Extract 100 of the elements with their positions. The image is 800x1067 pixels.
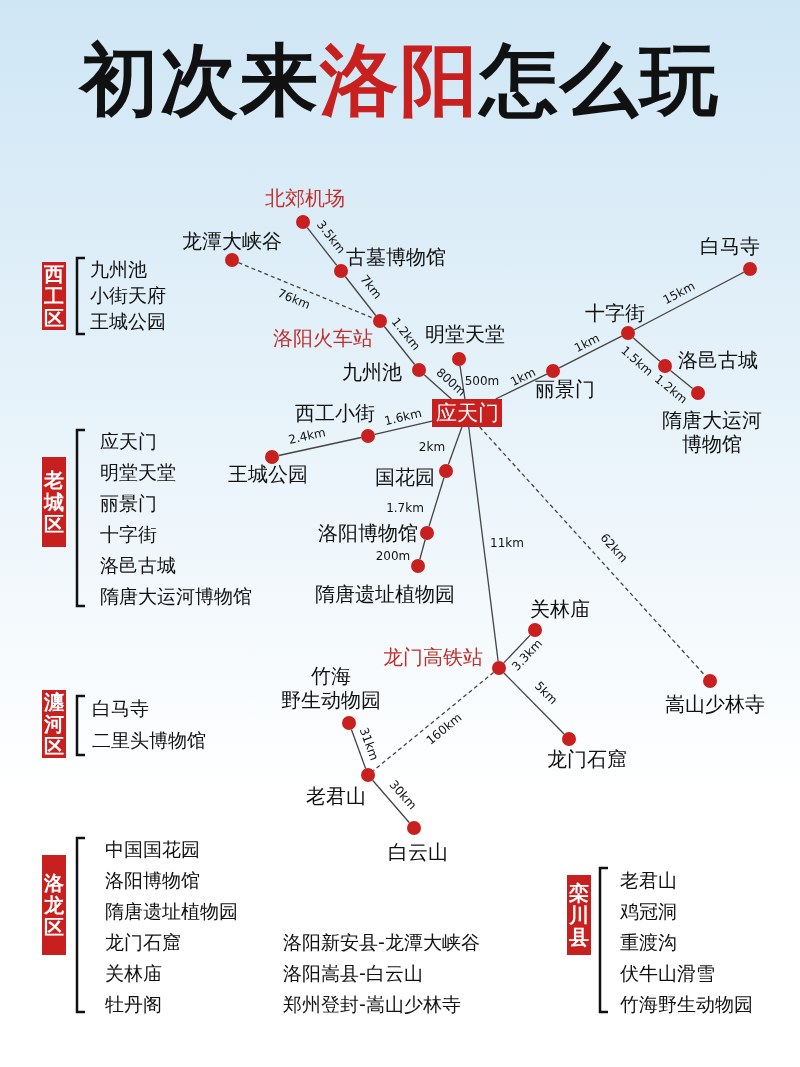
place-label: 九州池: [342, 360, 402, 384]
attraction-item: 洛阳新安县-龙潭大峡谷: [283, 930, 480, 954]
location-dot: [265, 450, 279, 464]
district-label: 老城区: [42, 457, 66, 547]
attraction-item: 洛邑古城: [100, 553, 176, 577]
place-label: 竹海野生动物园: [281, 664, 381, 712]
place-label: 明堂天堂: [425, 322, 505, 346]
route-line: [374, 420, 433, 436]
attraction-item: 九州池: [90, 257, 147, 281]
location-dot: [334, 264, 348, 278]
location-dot: [528, 623, 542, 637]
attraction-item: 洛阳嵩县-白云山: [283, 961, 423, 985]
location-dot: [452, 352, 466, 366]
place-label: 龙门石窟: [547, 747, 627, 771]
distance-label: 1.7km: [386, 502, 424, 514]
distance-label: 2km: [418, 441, 446, 453]
district-label: 瀍河区: [42, 690, 66, 758]
location-dot: [562, 732, 576, 746]
place-label: 丽景门: [535, 377, 595, 401]
location-dot: [743, 262, 757, 276]
location-dot: [658, 359, 672, 373]
route-line: [306, 226, 338, 267]
station-label: 龙门高铁站: [383, 645, 483, 669]
place-label: 关林庙: [530, 597, 590, 621]
location-dot: [546, 364, 560, 378]
location-dot: [420, 526, 434, 540]
distance-label: 2.4km: [287, 426, 327, 446]
place-label: 龙潭大峡谷: [182, 229, 282, 253]
title: 初次来洛阳怎么玩: [77, 38, 721, 124]
dashed-route-line: [237, 262, 375, 319]
location-dot: [361, 429, 375, 443]
landmark-box: 应天门: [432, 399, 502, 427]
place-label: 白马寺: [700, 234, 760, 258]
route-line: [669, 369, 694, 390]
district-label: 西工区: [42, 262, 66, 330]
place-label: 古墓博物馆: [346, 245, 446, 269]
distance-label: 200m: [375, 550, 411, 562]
route-line: [632, 337, 661, 362]
place-label: 隋唐遗址植物园: [315, 582, 455, 606]
attraction-item: 二里头博物馆: [92, 728, 206, 752]
place-label: 王城公园: [228, 462, 308, 486]
location-dot: [407, 821, 421, 835]
station-label: 洛阳火车站: [273, 326, 373, 350]
route-line: [447, 426, 463, 466]
route-line: [423, 374, 452, 400]
dashed-route-line: [372, 671, 495, 772]
distance-label: 1.6km: [383, 406, 423, 428]
place-label: 嵩山少林寺: [665, 692, 765, 716]
route-line: [503, 634, 531, 664]
location-dot: [225, 253, 239, 267]
attraction-item: 小街天府: [90, 283, 166, 307]
attraction-item: 伏牛山滑雪: [620, 961, 715, 985]
district-label: 栾川县: [567, 875, 591, 955]
route-line: [350, 728, 367, 770]
route-line: [503, 672, 565, 735]
location-dot: [492, 661, 506, 675]
attraction-item: 明堂天堂: [100, 460, 176, 484]
route-line: [371, 779, 411, 824]
route-line: [344, 275, 377, 317]
attraction-item: 竹海野生动物园: [620, 992, 753, 1016]
attraction-item: 洛阳博物馆: [105, 868, 200, 892]
distance-label: 1km: [572, 331, 602, 355]
place-label: 老君山: [306, 784, 366, 808]
route-line: [428, 477, 445, 527]
place-label: 洛邑古城: [678, 348, 758, 372]
location-dot: [439, 464, 453, 478]
place-label: 国花园: [375, 465, 435, 489]
route-line: [459, 365, 466, 400]
district-label: 洛龙区: [42, 855, 66, 955]
place-label: 隋唐大运河博物馆: [661, 408, 763, 456]
route-line: [558, 335, 623, 369]
location-dot: [691, 386, 705, 400]
attraction-item: 鸡冠洞: [620, 899, 677, 923]
route-line: [495, 373, 548, 400]
attraction-item: 王城公园: [90, 309, 166, 333]
attraction-item: 郑州登封-嵩山少林寺: [283, 992, 461, 1016]
place-label: 西工小街: [295, 401, 375, 425]
distance-label: 500m: [464, 375, 500, 387]
attraction-item: 应天门: [100, 429, 157, 453]
attraction-item: 隋唐大运河博物馆: [100, 584, 252, 608]
attraction-item: 隋唐遗址植物园: [105, 899, 238, 923]
station-label: 北郊机场: [265, 186, 345, 210]
location-dot: [373, 314, 387, 328]
place-label: 十字街: [585, 301, 645, 325]
dashed-route-line: [479, 426, 706, 677]
attraction-item: 牡丹阁: [105, 992, 162, 1016]
route-line: [419, 539, 426, 560]
route-line: [383, 325, 416, 366]
attraction-item: 龙门石窟: [105, 930, 181, 954]
attraction-item: 重渡沟: [620, 930, 677, 954]
route-line: [468, 426, 499, 662]
location-dot: [411, 559, 425, 573]
attraction-item: 中国国花园: [105, 837, 200, 861]
location-dot: [361, 768, 375, 782]
location-dot: [296, 215, 310, 229]
route-line: [633, 271, 745, 331]
location-dot: [621, 326, 635, 340]
place-label: 白云山: [388, 840, 448, 864]
distance-label: 15km: [661, 279, 697, 307]
place-label: 洛阳博物馆: [318, 521, 418, 545]
